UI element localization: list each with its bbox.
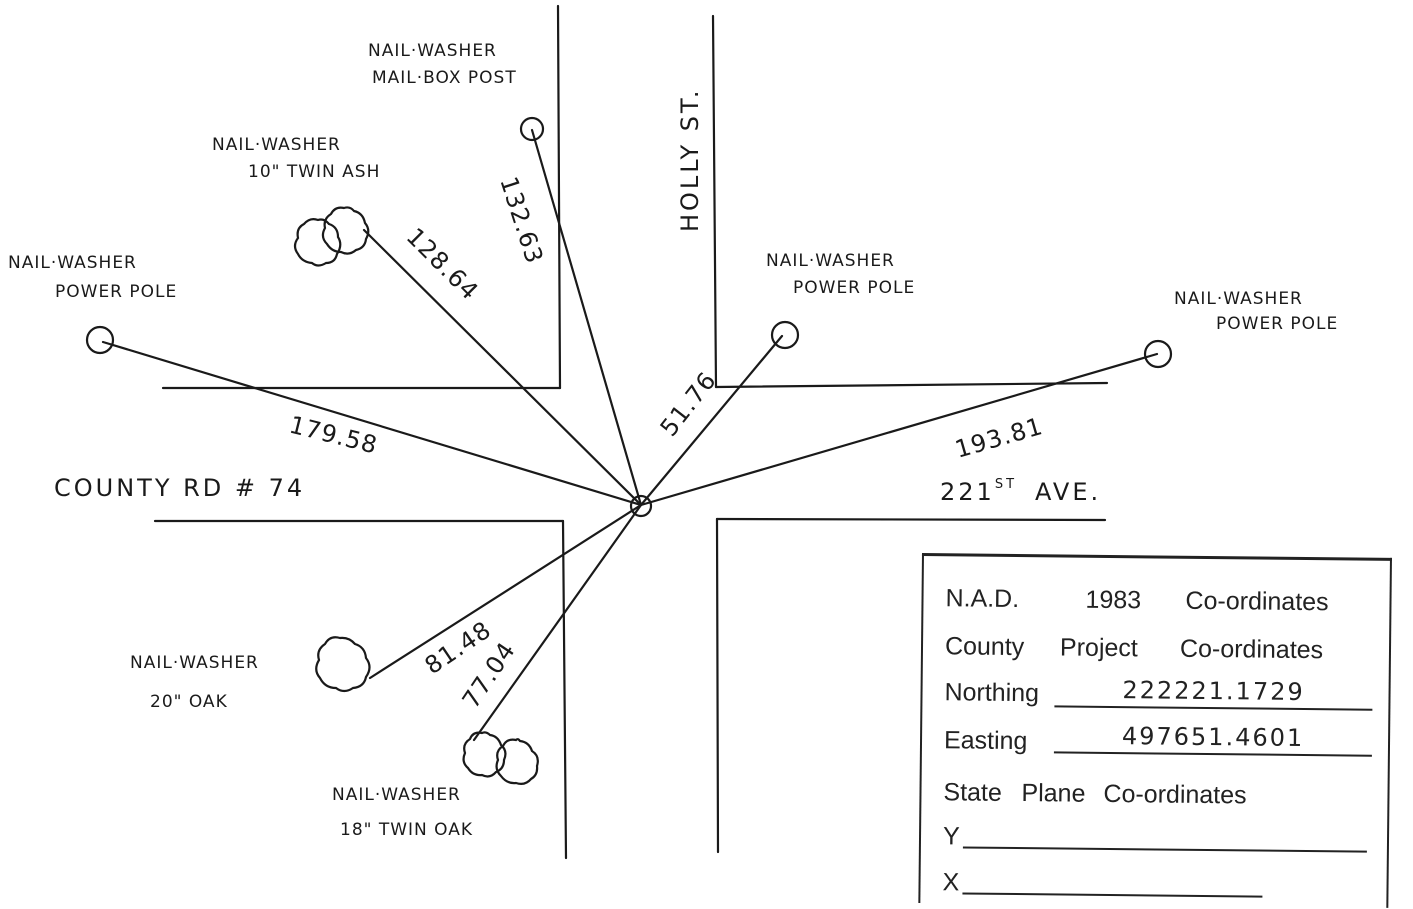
stamp-nad-coords: Co-ordinates <box>1185 586 1329 617</box>
svg-text:POWER POLE: POWER POLE <box>793 278 915 298</box>
stamp-plane-label: Plane <box>1021 779 1086 808</box>
stamp-state-label: State <box>943 778 1003 807</box>
power-pole-west-marker <box>85 325 115 355</box>
svg-text:POWER POLE: POWER POLE <box>55 282 177 302</box>
twin-oak-18-tree-icon <box>462 731 539 785</box>
svg-text:NAIL·WASHER: NAIL·WASHER <box>8 253 137 273</box>
road-edge-nw-vertical <box>556 4 562 390</box>
power-pole-east-marker <box>1143 339 1173 369</box>
stamp-y-value <box>962 816 1368 853</box>
distance-twin-ash: 128.64 <box>401 222 484 305</box>
label-power-pole-west: NAIL·WASHER POWER POLE <box>8 253 177 302</box>
svg-text:POWER POLE: POWER POLE <box>1216 314 1338 334</box>
tie-line-power-pole-ne <box>639 334 784 507</box>
stamp-x-value <box>962 862 1263 898</box>
mailbox-post-marker <box>519 116 545 142</box>
label-mailbox-post: NAIL·WASHER MAIL·BOX POST <box>368 41 517 88</box>
label-power-pole-east: NAIL·WASHER POWER POLE <box>1174 289 1338 334</box>
monument-marker <box>629 494 653 518</box>
stamp-y-label: Y <box>942 822 960 851</box>
road-edge-ne-vertical <box>711 14 718 389</box>
road-label-holly-st: HOLLY ST. <box>676 88 704 232</box>
distance-power-pole-east: 193.81 <box>952 412 1046 464</box>
stamp-northing-label: Northing <box>944 678 1040 708</box>
stamp-easting-label: Easting <box>943 726 1028 756</box>
distance-mailbox: 132.63 <box>494 173 548 267</box>
power-pole-ne-marker <box>770 320 800 350</box>
svg-text:MAIL·BOX POST: MAIL·BOX POST <box>372 68 517 88</box>
stamp-project-label: Project <box>1059 633 1138 663</box>
tie-line-oak-20 <box>368 503 643 680</box>
stamp-nad-year: 1983 <box>1085 585 1142 615</box>
road-edge-se-vertical <box>715 517 720 854</box>
tie-line-power-pole-east <box>639 352 1159 507</box>
distance-power-pole-west: 179.58 <box>287 411 381 460</box>
svg-text:NAIL·WASHER: NAIL·WASHER <box>1174 289 1303 309</box>
tie-line-power-pole-west <box>101 340 643 507</box>
stamp-project-coords: Co-ordinates <box>1179 634 1324 665</box>
stamp-row-state-plane: State Plane Co-ordinates <box>943 778 1246 810</box>
svg-text:NAIL·WASHER: NAIL·WASHER <box>130 653 259 673</box>
stamp-northing-value: 222221.1729 <box>1054 675 1373 711</box>
stamp-easting-value: 497651.4601 <box>1053 721 1373 757</box>
svg-text:NAIL·WASHER: NAIL·WASHER <box>212 135 341 155</box>
oak-20-tree-icon <box>315 636 371 693</box>
label-twin-ash: NAIL·WASHER 10" TWIN ASH <box>212 135 380 182</box>
stamp-row-nad: N.A.D. 1983 Co-ordinates <box>945 584 1328 617</box>
svg-text:NAIL·WASHER: NAIL·WASHER <box>332 785 461 805</box>
twin-ash-tree-icon <box>293 206 370 267</box>
svg-text:18" TWIN OAK: 18" TWIN OAK <box>340 820 473 840</box>
tie-line-twin-oak-18 <box>472 503 643 742</box>
road-edge-se-horizontal <box>715 517 1107 522</box>
stamp-state-coords: Co-ordinates <box>1103 779 1247 810</box>
label-twin-oak-18: NAIL·WASHER 18" TWIN OAK <box>332 785 473 840</box>
svg-text:10" TWIN ASH: 10" TWIN ASH <box>248 162 380 182</box>
road-label-county-rd: COUNTY RD # 74 <box>54 474 305 502</box>
stamp-x-label: X <box>942 868 960 897</box>
label-oak-20: NAIL·WASHER 20" OAK <box>130 653 259 712</box>
stamp-county-label: County <box>944 632 1025 662</box>
svg-text:NAIL·WASHER: NAIL·WASHER <box>766 251 895 271</box>
svg-text:COUNTY RD # 74: COUNTY RD # 74 <box>54 474 305 502</box>
distance-power-pole-ne: 51.76 <box>655 366 722 441</box>
svg-text:20" OAK: 20" OAK <box>150 692 228 712</box>
tie-line-twin-ash <box>362 228 643 507</box>
tie-line-mailbox <box>530 128 643 507</box>
stamp-row-county-project: County Project Co-ordinates <box>945 632 1323 665</box>
stamp-nad-label: N.A.D. <box>945 584 1020 614</box>
svg-text:NAIL·WASHER: NAIL·WASHER <box>368 41 497 61</box>
label-power-pole-ne: NAIL·WASHER POWER POLE <box>766 251 915 298</box>
road-edge-sw-vertical <box>561 519 568 860</box>
road-edge-ne-horizontal <box>714 381 1109 389</box>
